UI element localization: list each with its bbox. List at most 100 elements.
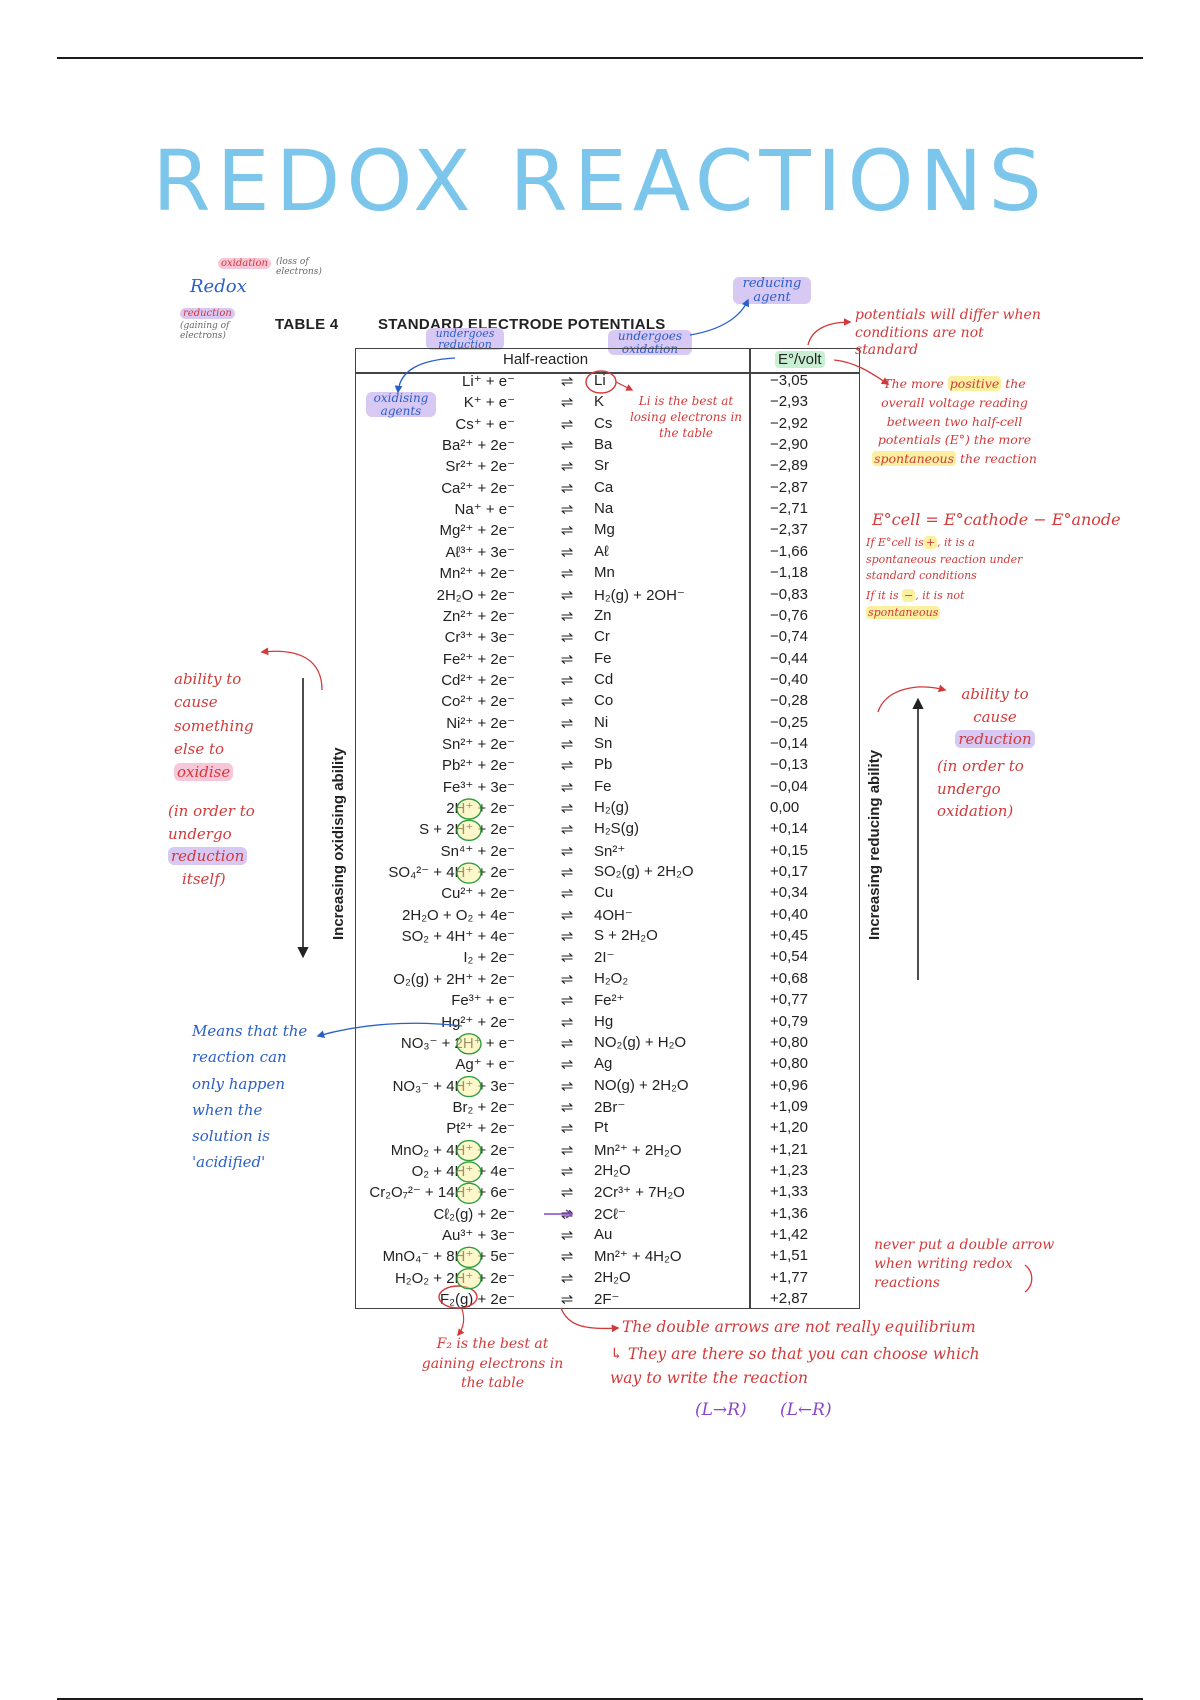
table-row: Br₂ + 2e⁻⇌2Br⁻+1,09: [356, 1098, 859, 1119]
warning-bracket: [1024, 1264, 1033, 1293]
left-to-right-label: (L→R): [695, 1400, 747, 1420]
electrode-potential: +0,77: [770, 991, 808, 1009]
table-row: Li⁺ + e⁻⇌Li−3,05: [356, 372, 859, 393]
ecell-formula: E°cell = E°cathode − E°anode: [872, 510, 1121, 529]
equilibrium-arrow: ⇌: [560, 970, 574, 988]
table-row: Fe²⁺ + 2e⁻⇌Fe−0,44: [356, 650, 859, 671]
equilibrium-arrow: ⇌: [560, 1013, 574, 1031]
potentials-differ-arrow: [807, 318, 852, 346]
if-negative-text-2: , it is not: [915, 589, 965, 602]
electrode-potential: +2,87: [770, 1290, 808, 1308]
equilibrium-arrow: ⇌: [560, 1077, 574, 1095]
table-row: H₂O₂ + 2H⁺ + 2e⁻⇌2H₂O+1,77: [356, 1269, 859, 1290]
electrode-potential: −0,04: [770, 777, 808, 795]
half-reaction-left: Au³⁺ + 3e⁻: [442, 1227, 515, 1244]
half-reaction-right: Sn: [594, 734, 613, 752]
electrode-potential: +1,21: [770, 1140, 808, 1158]
half-reaction-left: Cu²⁺ + 2e⁻: [441, 885, 515, 903]
table-row: Fe³⁺ + 3e⁻⇌Fe−0,04: [356, 778, 859, 799]
table-row: MnO₂ + 4H⁺ + 2e⁻⇌Mn²⁺ + 2H₂O+1,21: [356, 1141, 859, 1162]
if-positive-note: If E°cell is+, it is a spontaneous react…: [866, 535, 1026, 585]
top-rule: [57, 57, 1143, 59]
more-positive-text-2: positive: [947, 376, 1002, 391]
half-reaction-left: Sr²⁺ + 2e⁻: [445, 458, 515, 476]
half-reaction-right: Pb: [594, 756, 613, 774]
electrode-potential: −2,90: [770, 436, 808, 454]
double-arrows-note-1: The double arrows are not really equilib…: [622, 1318, 976, 1336]
table-row: Pt²⁺ + 2e⁻⇌Pt+1,20: [356, 1119, 859, 1140]
half-reaction-right: 2Br⁻: [594, 1098, 626, 1116]
equilibrium-arrow: ⇌: [560, 415, 574, 433]
equilibrium-arrow: ⇌: [560, 800, 574, 817]
undergoes-oxidation-note: undergoes oxidation: [608, 330, 692, 356]
table-row: Cr³⁺ + 3e⁻⇌Cr−0,74: [356, 628, 859, 649]
half-reaction-right: Ca: [594, 478, 614, 496]
electrode-potential: −0,13: [770, 756, 808, 774]
table-row: Cℓ₂(g) + 2e⁻⇌2Cℓ⁻+1,36: [356, 1205, 859, 1226]
electrode-potential: +1,42: [770, 1226, 808, 1243]
half-reaction-right: Co: [594, 692, 614, 710]
h-plus-circle: [456, 1182, 482, 1205]
right-order-note: (in order to undergo oxidation): [937, 757, 1024, 820]
equilibrium-arrow: ⇌: [560, 565, 574, 583]
half-reaction-right: H₂(g): [594, 799, 629, 816]
electrode-potential: −1,18: [770, 564, 808, 582]
oxidising-ability-note: ability to cause something else to oxidi…: [174, 668, 264, 784]
half-reaction-right: Hg: [594, 1012, 614, 1030]
half-reaction-left: F₂(g) + 2e⁻: [439, 1291, 515, 1309]
double-arrows-pointer: [560, 1307, 620, 1333]
half-reaction-left: Cd²⁺ + 2e⁻: [441, 671, 515, 689]
h-plus-circle: [456, 819, 482, 842]
equilibrium-arrow: ⇌: [560, 778, 574, 796]
half-reaction-right: 2I⁻: [594, 949, 615, 967]
cl-arrow-scribble: [544, 1209, 574, 1219]
half-reaction-left: MnO₂ + 4H⁺ + 2e⁻: [390, 1141, 515, 1159]
oxidising-curve-arrow: [260, 647, 323, 691]
half-reaction-left: Sn⁴⁺ + 2e⁻: [440, 842, 515, 860]
potentials-differ-note: potentials will differ when conditions a…: [855, 307, 1041, 358]
equilibrium-arrow: ⇌: [560, 629, 574, 647]
equilibrium-arrow: ⇌: [560, 1162, 574, 1180]
electrode-potential: +0,79: [770, 1012, 808, 1030]
table-row: O₂(g) + 2H⁺ + 2e⁻⇌H₂O₂+0,68: [356, 970, 859, 991]
more-positive-text-6: the reaction: [960, 451, 1037, 466]
equilibrium-arrow: ⇌: [560, 501, 574, 519]
half-reaction-right: 2H₂O: [594, 1268, 631, 1286]
electrode-potential: 0,00: [770, 799, 800, 816]
half-reaction-left: Zn²⁺ + 2e⁻: [442, 607, 515, 625]
half-reaction-right: Fe²⁺: [594, 992, 625, 1010]
electrode-potential: +1,33: [770, 1183, 808, 1201]
half-reaction-right: H₂S(g): [594, 820, 639, 838]
right-to-left-label: (L←R): [780, 1400, 832, 1420]
reduction-tag: reduction: [180, 308, 235, 319]
half-reaction-right: 2Cℓ⁻: [594, 1205, 626, 1223]
more-positive-text-4: the more: [973, 432, 1032, 448]
if-negative-sign: −: [902, 589, 916, 602]
more-positive-text-3: the overall voltage reading between two …: [877, 376, 1028, 448]
reducing-agent-arrow: [689, 298, 750, 336]
h-plus-circle: [456, 1267, 482, 1290]
electrode-potential: +1,77: [770, 1268, 808, 1286]
half-reaction-right: 2H₂O: [594, 1161, 631, 1179]
equilibrium-arrow: ⇌: [560, 1141, 574, 1159]
electrode-potential: −0,28: [770, 692, 808, 710]
half-reaction-left: Na⁺ + e⁻: [454, 501, 515, 519]
half-reaction-right: Cr: [594, 628, 610, 646]
electrode-potential: −2,87: [770, 478, 808, 496]
electrode-potential: +0,14: [770, 820, 808, 838]
h-plus-circle: [456, 798, 482, 820]
left-ability-text: ability to cause something else to: [174, 670, 254, 758]
equilibrium-arrow: ⇌: [560, 885, 574, 903]
electrode-potential: −2,37: [770, 521, 808, 539]
more-positive-note: The more positive the overall voltage re…: [872, 375, 1037, 469]
equilibrium-arrow: ⇌: [560, 992, 574, 1010]
electrode-potential: +1,36: [770, 1204, 808, 1222]
equilibrium-arrow: ⇌: [560, 437, 574, 455]
electrode-potential: −3,05: [770, 372, 808, 389]
table-row: MnO₄⁻ + 8H⁺ + 5e⁻⇌Mn²⁺ + 4H₂O+1,51: [356, 1247, 859, 1268]
equilibrium-arrow: ⇌: [560, 1098, 574, 1116]
f2-best-note: F₂ is the best at gaining electrons in t…: [421, 1336, 564, 1392]
reduction-def: (gaining of electrons): [180, 321, 230, 341]
electrode-potential: +0,80: [770, 1033, 808, 1051]
